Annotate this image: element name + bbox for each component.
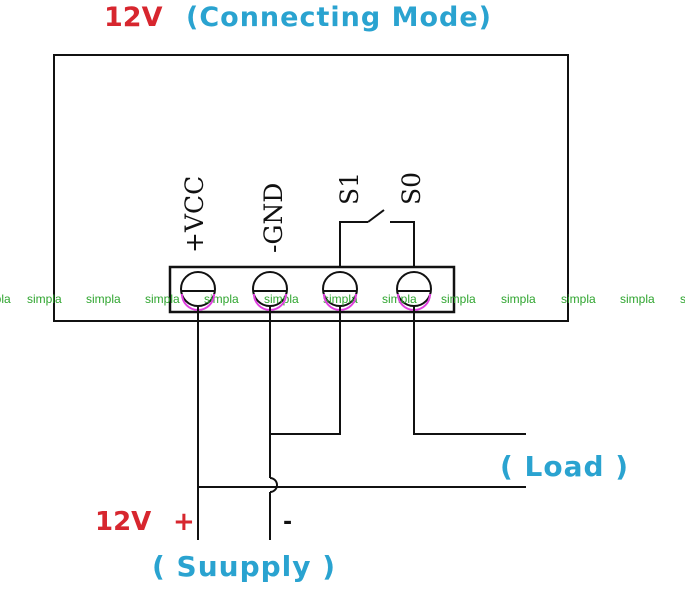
supply-label: ( Suupply ) [152, 550, 336, 583]
watermark-text: simpla [204, 292, 239, 306]
watermark-text: simpla [0, 292, 11, 306]
load-label: ( Load ) [500, 450, 629, 483]
wire-s0-load [413, 306, 526, 435]
supply-minus: - [283, 510, 292, 535]
watermark-text: simpla [86, 292, 121, 306]
watermark-text: simpla [620, 292, 655, 306]
watermark-text: simpla [264, 292, 299, 306]
module-box [53, 54, 569, 322]
switch-lever [367, 209, 385, 223]
pin-label-s0: S0 [397, 172, 426, 205]
pin-label-vcc: +VCC [180, 176, 209, 253]
watermark-text: simpla [441, 292, 476, 306]
title-mode: (Connecting Mode) [186, 2, 492, 33]
watermark-text: simpla [145, 292, 180, 306]
watermark-text: simpla [680, 292, 685, 306]
title-voltage: 12V [104, 2, 163, 33]
switch-wire-s0 [390, 221, 415, 277]
terminal-s1 [322, 271, 358, 307]
watermark-text: simpla [501, 292, 536, 306]
wire-gnd-jump [269, 477, 278, 493]
watermark-row: simpla simpla simpla simpla simpla simpla simp… [0, 292, 685, 306]
watermark-text: simpla [323, 292, 358, 306]
terminal-gnd [252, 271, 288, 307]
switch-wire-s1 [339, 221, 368, 277]
pin-label-s1: S1 [335, 172, 364, 205]
pin-label-gnd: -GND [259, 183, 288, 253]
wire-s1 [270, 306, 341, 435]
watermark-text: simpla [27, 292, 62, 306]
supply-plus: + [173, 507, 195, 537]
supply-voltage: 12V [95, 507, 151, 537]
watermark-text: simpla [561, 292, 596, 306]
